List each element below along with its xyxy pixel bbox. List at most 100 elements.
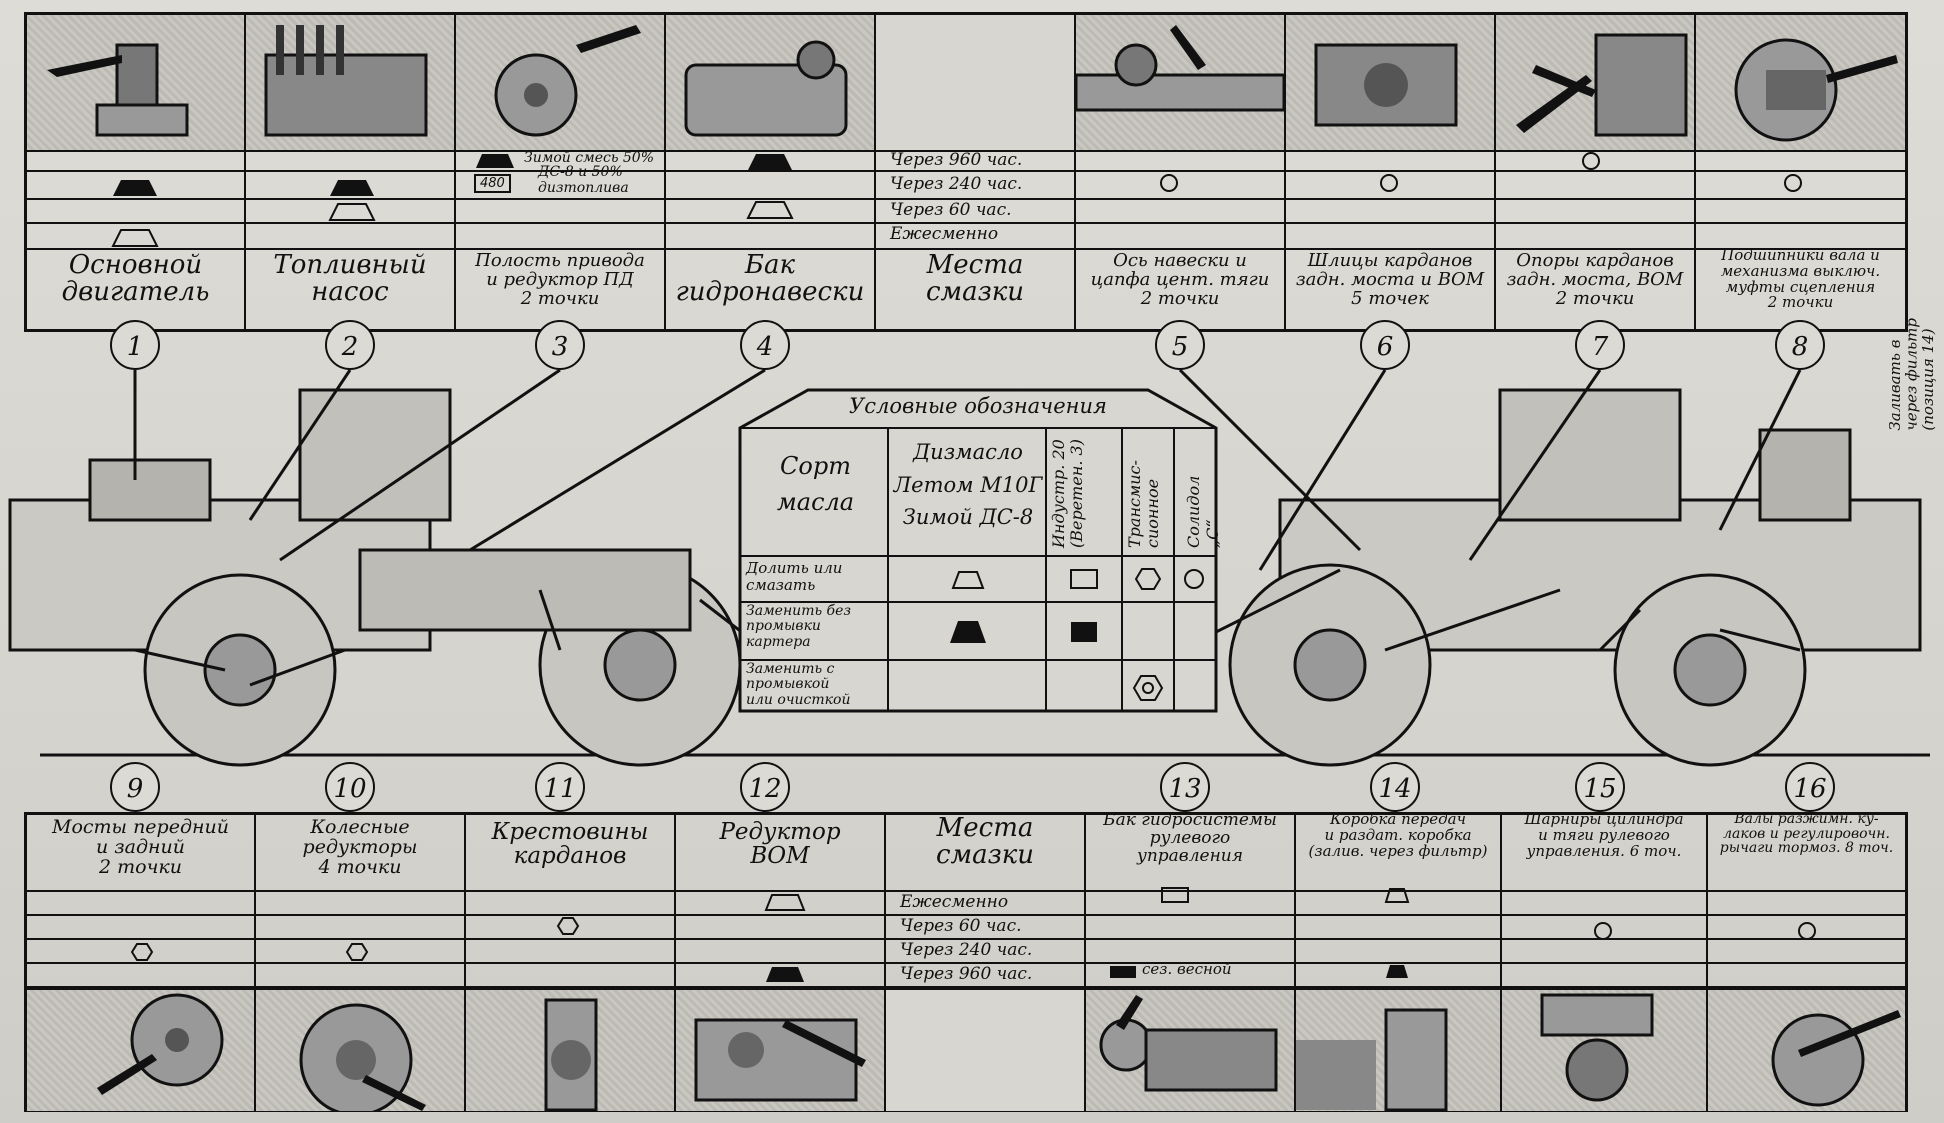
cardan-supports-picture — [1496, 15, 1694, 152]
legend-title: Условные обозначения — [849, 394, 1107, 418]
mark-10-hex — [345, 943, 369, 961]
top-period-60: Через 60 час. — [890, 200, 1012, 220]
steering-joints-picture — [1502, 988, 1706, 1111]
mark-16-circle — [1798, 922, 1816, 940]
legend-col4: Солидол „С“ — [1184, 475, 1222, 548]
top-period-shift: Ежесменно — [890, 224, 999, 244]
mark-12-empty — [764, 894, 806, 911]
legend-col2: Индустр. 20(Веретен. 3) — [1049, 439, 1086, 548]
mark-3-badge: 480 — [474, 174, 511, 193]
mark-11-hex — [556, 917, 580, 935]
bottom-period-240: Через 240 час. — [900, 940, 1033, 960]
bottom-period-shift: Ежесменно — [900, 892, 1009, 912]
hitch-axle-picture — [1076, 15, 1284, 152]
steering-tank-picture — [1086, 988, 1294, 1111]
pto-reducer-picture — [676, 988, 884, 1111]
mark-14-empty — [1384, 888, 1410, 903]
callout-3: 3 — [535, 320, 585, 370]
mark-1-filled — [113, 180, 157, 196]
axle-picture — [27, 988, 254, 1111]
center-top-blank — [876, 15, 1074, 152]
mark-14-filled — [1386, 965, 1408, 978]
mark-3-filled — [476, 154, 514, 168]
mark-2-empty — [328, 203, 376, 221]
callout-5: 5 — [1155, 320, 1205, 370]
mark-4-filled — [748, 154, 792, 170]
top-period-960: Через 960 час. — [890, 150, 1023, 170]
mark-9-hex — [130, 943, 154, 961]
mark-13-rect — [1161, 887, 1189, 903]
mark-3-note2: ДС-8 и 50% — [538, 164, 623, 180]
callout-12: 12 — [740, 762, 790, 812]
hydraulic-tank-picture — [666, 15, 874, 152]
bottom-period-960: Через 960 час. — [900, 964, 1033, 984]
callout-11: 11 — [535, 762, 585, 812]
mark-13-note: сез. весной — [1142, 960, 1232, 978]
bottom-title-16: Валы разжимн. ку-лаков и регулировочн.ры… — [1719, 811, 1894, 857]
mark-8-circle — [1784, 174, 1802, 192]
mark-2-filled — [330, 180, 374, 196]
mark-7-circle — [1582, 152, 1600, 170]
mark-3-note3: дизтоплива — [538, 180, 629, 196]
mark-1-empty — [111, 229, 159, 247]
mark-12-filled — [766, 967, 804, 982]
mark-4-empty — [746, 201, 794, 219]
callout-13: 13 — [1160, 762, 1210, 812]
top-period-240: Через 240 час. — [890, 174, 1023, 194]
mark-3-note1: Зимой смесь 50% — [524, 150, 655, 166]
wheel-reducer-picture — [256, 988, 464, 1111]
callout-10: 10 — [325, 762, 375, 812]
callout-9: 9 — [110, 762, 160, 812]
cardan-cross-picture — [466, 988, 674, 1111]
tractor-drawing — [8, 368, 1930, 767]
mark-6-circle — [1380, 174, 1398, 192]
callout-8: 8 — [1775, 320, 1825, 370]
callout-16: 16 — [1785, 762, 1835, 812]
engine-picture — [27, 15, 244, 152]
bottom-period-60: Через 60 час. — [900, 916, 1022, 936]
pto-drive-picture — [456, 15, 664, 152]
mark-15-circle — [1594, 922, 1612, 940]
center-bottom-blank — [886, 988, 1084, 1111]
mark-5-circle — [1160, 174, 1178, 192]
fuel-pump-picture — [246, 15, 454, 152]
callout-15: 15 — [1575, 762, 1625, 812]
top-table — [24, 12, 1908, 332]
clutch-bearing-picture — [1696, 15, 1905, 152]
callout-14: 14 — [1370, 762, 1420, 812]
callout-6: 6 — [1360, 320, 1410, 370]
cardan-splines-picture — [1286, 15, 1494, 152]
callout-1: 1 — [110, 320, 160, 370]
callout-2: 2 — [325, 320, 375, 370]
callout-7: 7 — [1575, 320, 1625, 370]
gearbox-picture — [1296, 988, 1500, 1111]
brake-shafts-picture — [1708, 988, 1905, 1111]
legend-col3: Трансмис-сионное — [1125, 460, 1162, 548]
callout-4: 4 — [740, 320, 790, 370]
mark-13-filled — [1110, 966, 1136, 978]
